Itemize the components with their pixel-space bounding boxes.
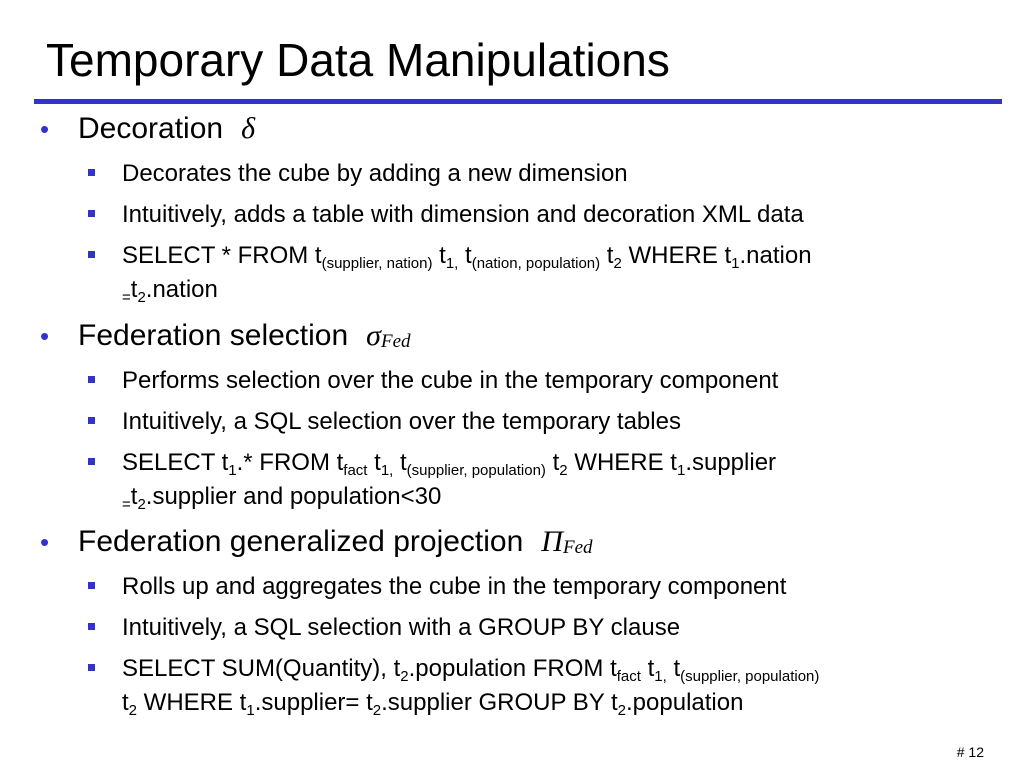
bullet-dot-icon: • <box>40 527 50 557</box>
square-bullet-icon <box>88 458 95 465</box>
section-heading: Decoration <box>78 112 224 145</box>
square-bullet-icon <box>88 251 95 258</box>
page-number: # 12 <box>956 744 984 760</box>
delta-symbol: δ <box>241 112 256 145</box>
square-bullet-icon <box>88 169 95 176</box>
sql-statement: SELECT t1.* FROM tfact t1, t(supplier, p… <box>122 449 777 513</box>
square-bullet-icon <box>88 417 95 424</box>
bullet-dot-icon: • <box>40 321 50 351</box>
section-heading: Federation generalized projection <box>78 525 524 558</box>
square-bullet-icon <box>88 582 95 589</box>
square-bullet-icon <box>88 210 95 217</box>
square-bullet-icon <box>88 623 95 630</box>
square-bullet-icon <box>88 376 95 383</box>
title-underline <box>34 99 1002 104</box>
section-heading: Federation selection <box>78 319 349 352</box>
sql-statement: SELECT * FROM t(supplier, nation) t1, t(… <box>122 242 812 306</box>
square-bullet-icon <box>88 664 95 671</box>
sigma-fed-symbol: σFed <box>366 319 411 352</box>
bullet-dot-icon: • <box>40 114 50 144</box>
slide-title: Temporary Data Manipulations <box>46 34 670 86</box>
sql-statement: SELECT SUM(Quantity), t2.population FROM… <box>122 655 820 719</box>
pi-fed-symbol: ΠFed <box>541 525 593 558</box>
